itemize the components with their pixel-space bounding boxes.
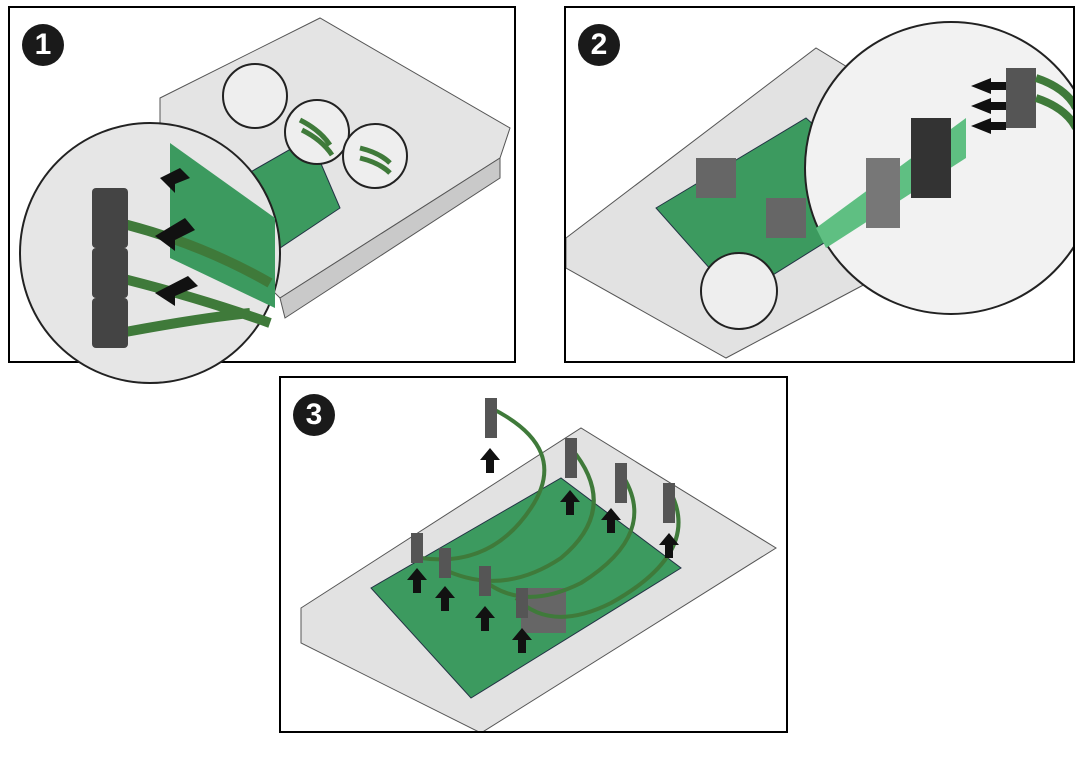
- connector: [92, 248, 128, 298]
- detail-callout: [342, 123, 408, 189]
- connector: [92, 188, 128, 248]
- remove-arrow-icons: [971, 78, 1006, 134]
- step-number-badge: 1: [22, 24, 64, 66]
- connector: [911, 118, 951, 198]
- connector: [866, 158, 900, 228]
- step-2-illustration: [566, 21, 1073, 359]
- remove-arrow-icons: [155, 168, 198, 306]
- connector: [92, 298, 128, 348]
- lift-arrow-icons: [407, 448, 679, 653]
- detail-callout: [700, 252, 778, 330]
- connector: [1006, 68, 1036, 128]
- step-number-badge: 2: [578, 24, 620, 66]
- detail-callout: [222, 63, 288, 129]
- connectors: [411, 398, 675, 618]
- step-number-badge: 3: [293, 394, 335, 436]
- step-3-panel: 3: [279, 376, 788, 733]
- step-1-panel: 1: [8, 6, 516, 384]
- step-2-panel: 2: [564, 6, 1075, 363]
- step-1-illustration: [19, 17, 511, 384]
- cables: [420, 406, 681, 619]
- step-3-illustration: [300, 398, 777, 731]
